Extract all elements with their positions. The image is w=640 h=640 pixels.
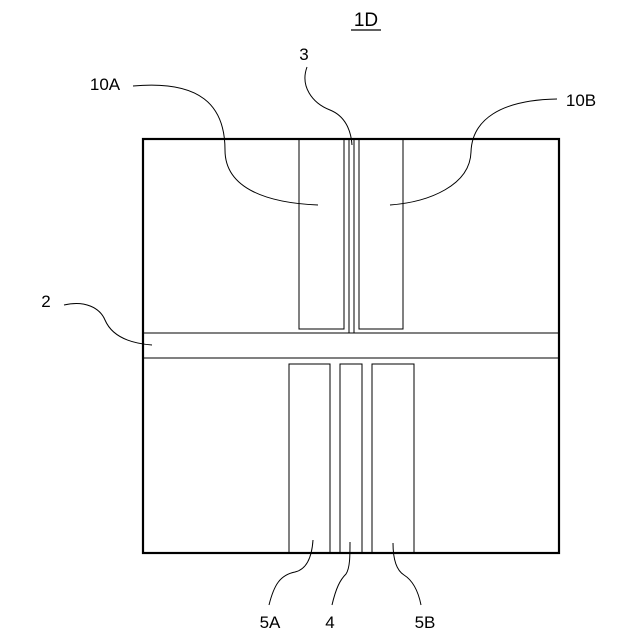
label-10a: 10A — [90, 75, 121, 94]
label-5b: 5B — [415, 613, 436, 632]
electrode-5a — [289, 364, 330, 553]
label-5a: 5A — [260, 613, 281, 632]
electrode-5b — [372, 364, 414, 553]
leader-10b — [390, 99, 557, 205]
element-4 — [340, 364, 362, 553]
label-2: 2 — [41, 292, 50, 311]
label-4: 4 — [325, 613, 334, 632]
label-3: 3 — [299, 45, 308, 64]
leader-5a — [269, 540, 313, 605]
substrate-outline — [143, 139, 559, 553]
leader-3 — [305, 67, 352, 145]
electrode-10a — [299, 139, 344, 329]
figure-title: 1D — [354, 10, 378, 31]
leader-4 — [332, 542, 350, 605]
leader-2 — [64, 303, 152, 345]
leader-10a — [133, 85, 318, 205]
electrode-10b — [359, 139, 403, 329]
label-10b: 10B — [566, 91, 596, 110]
